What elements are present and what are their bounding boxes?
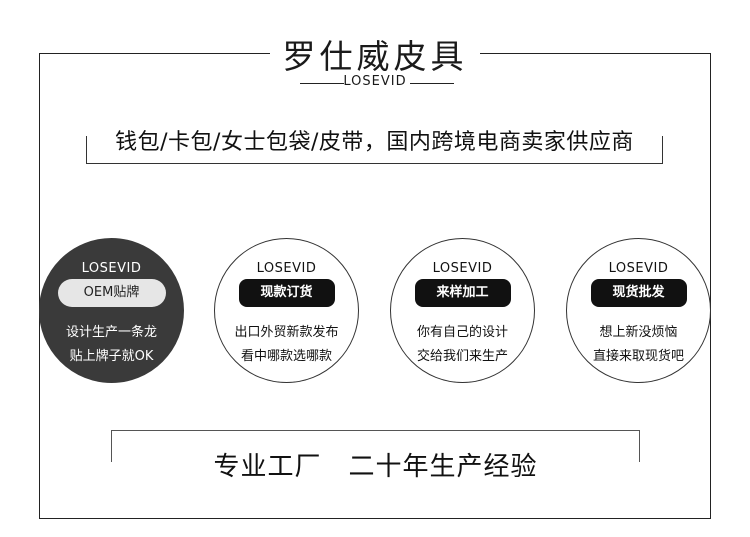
subtitle-rule-right bbox=[410, 83, 454, 84]
service-brand: LOSEVID bbox=[608, 261, 669, 276]
tagline-bracket bbox=[86, 136, 663, 164]
service-line1: 设计生产一条龙 bbox=[65, 325, 157, 340]
service-brand: LOSEVID bbox=[256, 261, 317, 276]
footer-slogan: 专业工厂 二十年生产经验 bbox=[205, 452, 546, 482]
tagline: 钱包/卡包/女士包袋/皮带，国内跨境电商卖家供应商 bbox=[86, 124, 663, 156]
service-label: 来样加工 bbox=[414, 279, 511, 307]
tagline-text: 钱包/卡包/女士包袋/皮带，国内跨境电商卖家供应商 bbox=[111, 130, 638, 155]
service-circle-sample: LOSEVID 来样加工 你有自己的设计 交给我们来生产 bbox=[390, 238, 535, 383]
subtitle-rule-left bbox=[300, 83, 344, 84]
brand-subtitle: LOSEVID bbox=[343, 74, 407, 89]
service-line2: 贴上牌子就OK bbox=[69, 349, 154, 364]
service-line1: 出口外贸新款发布 bbox=[234, 325, 339, 340]
title-mask bbox=[270, 28, 480, 98]
service-brand: LOSEVID bbox=[81, 261, 142, 276]
footer-box bbox=[111, 430, 640, 462]
service-line2: 看中哪款选哪款 bbox=[240, 349, 332, 364]
service-line1: 想上新没烦恼 bbox=[599, 325, 678, 340]
service-line2: 直接来取现货吧 bbox=[592, 349, 684, 364]
service-circle-wholesale: LOSEVID 现货批发 想上新没烦恼 直接来取现货吧 bbox=[566, 238, 711, 383]
service-label: 现货批发 bbox=[590, 279, 687, 307]
service-circle-oem: LOSEVID OEM贴牌 设计生产一条龙 贴上牌子就OK bbox=[39, 238, 184, 383]
brand-title: 罗仕威皮具 bbox=[282, 37, 468, 76]
service-line1: 你有自己的设计 bbox=[416, 325, 508, 340]
service-circle-order: LOSEVID 现款订货 出口外贸新款发布 看中哪款选哪款 bbox=[214, 238, 359, 383]
footer: 专业工厂 二十年生产经验 bbox=[111, 446, 640, 483]
service-line2: 交给我们来生产 bbox=[416, 349, 508, 364]
service-brand: LOSEVID bbox=[432, 261, 493, 276]
service-label: 现款订货 bbox=[238, 279, 335, 307]
service-label: OEM贴牌 bbox=[57, 279, 166, 307]
